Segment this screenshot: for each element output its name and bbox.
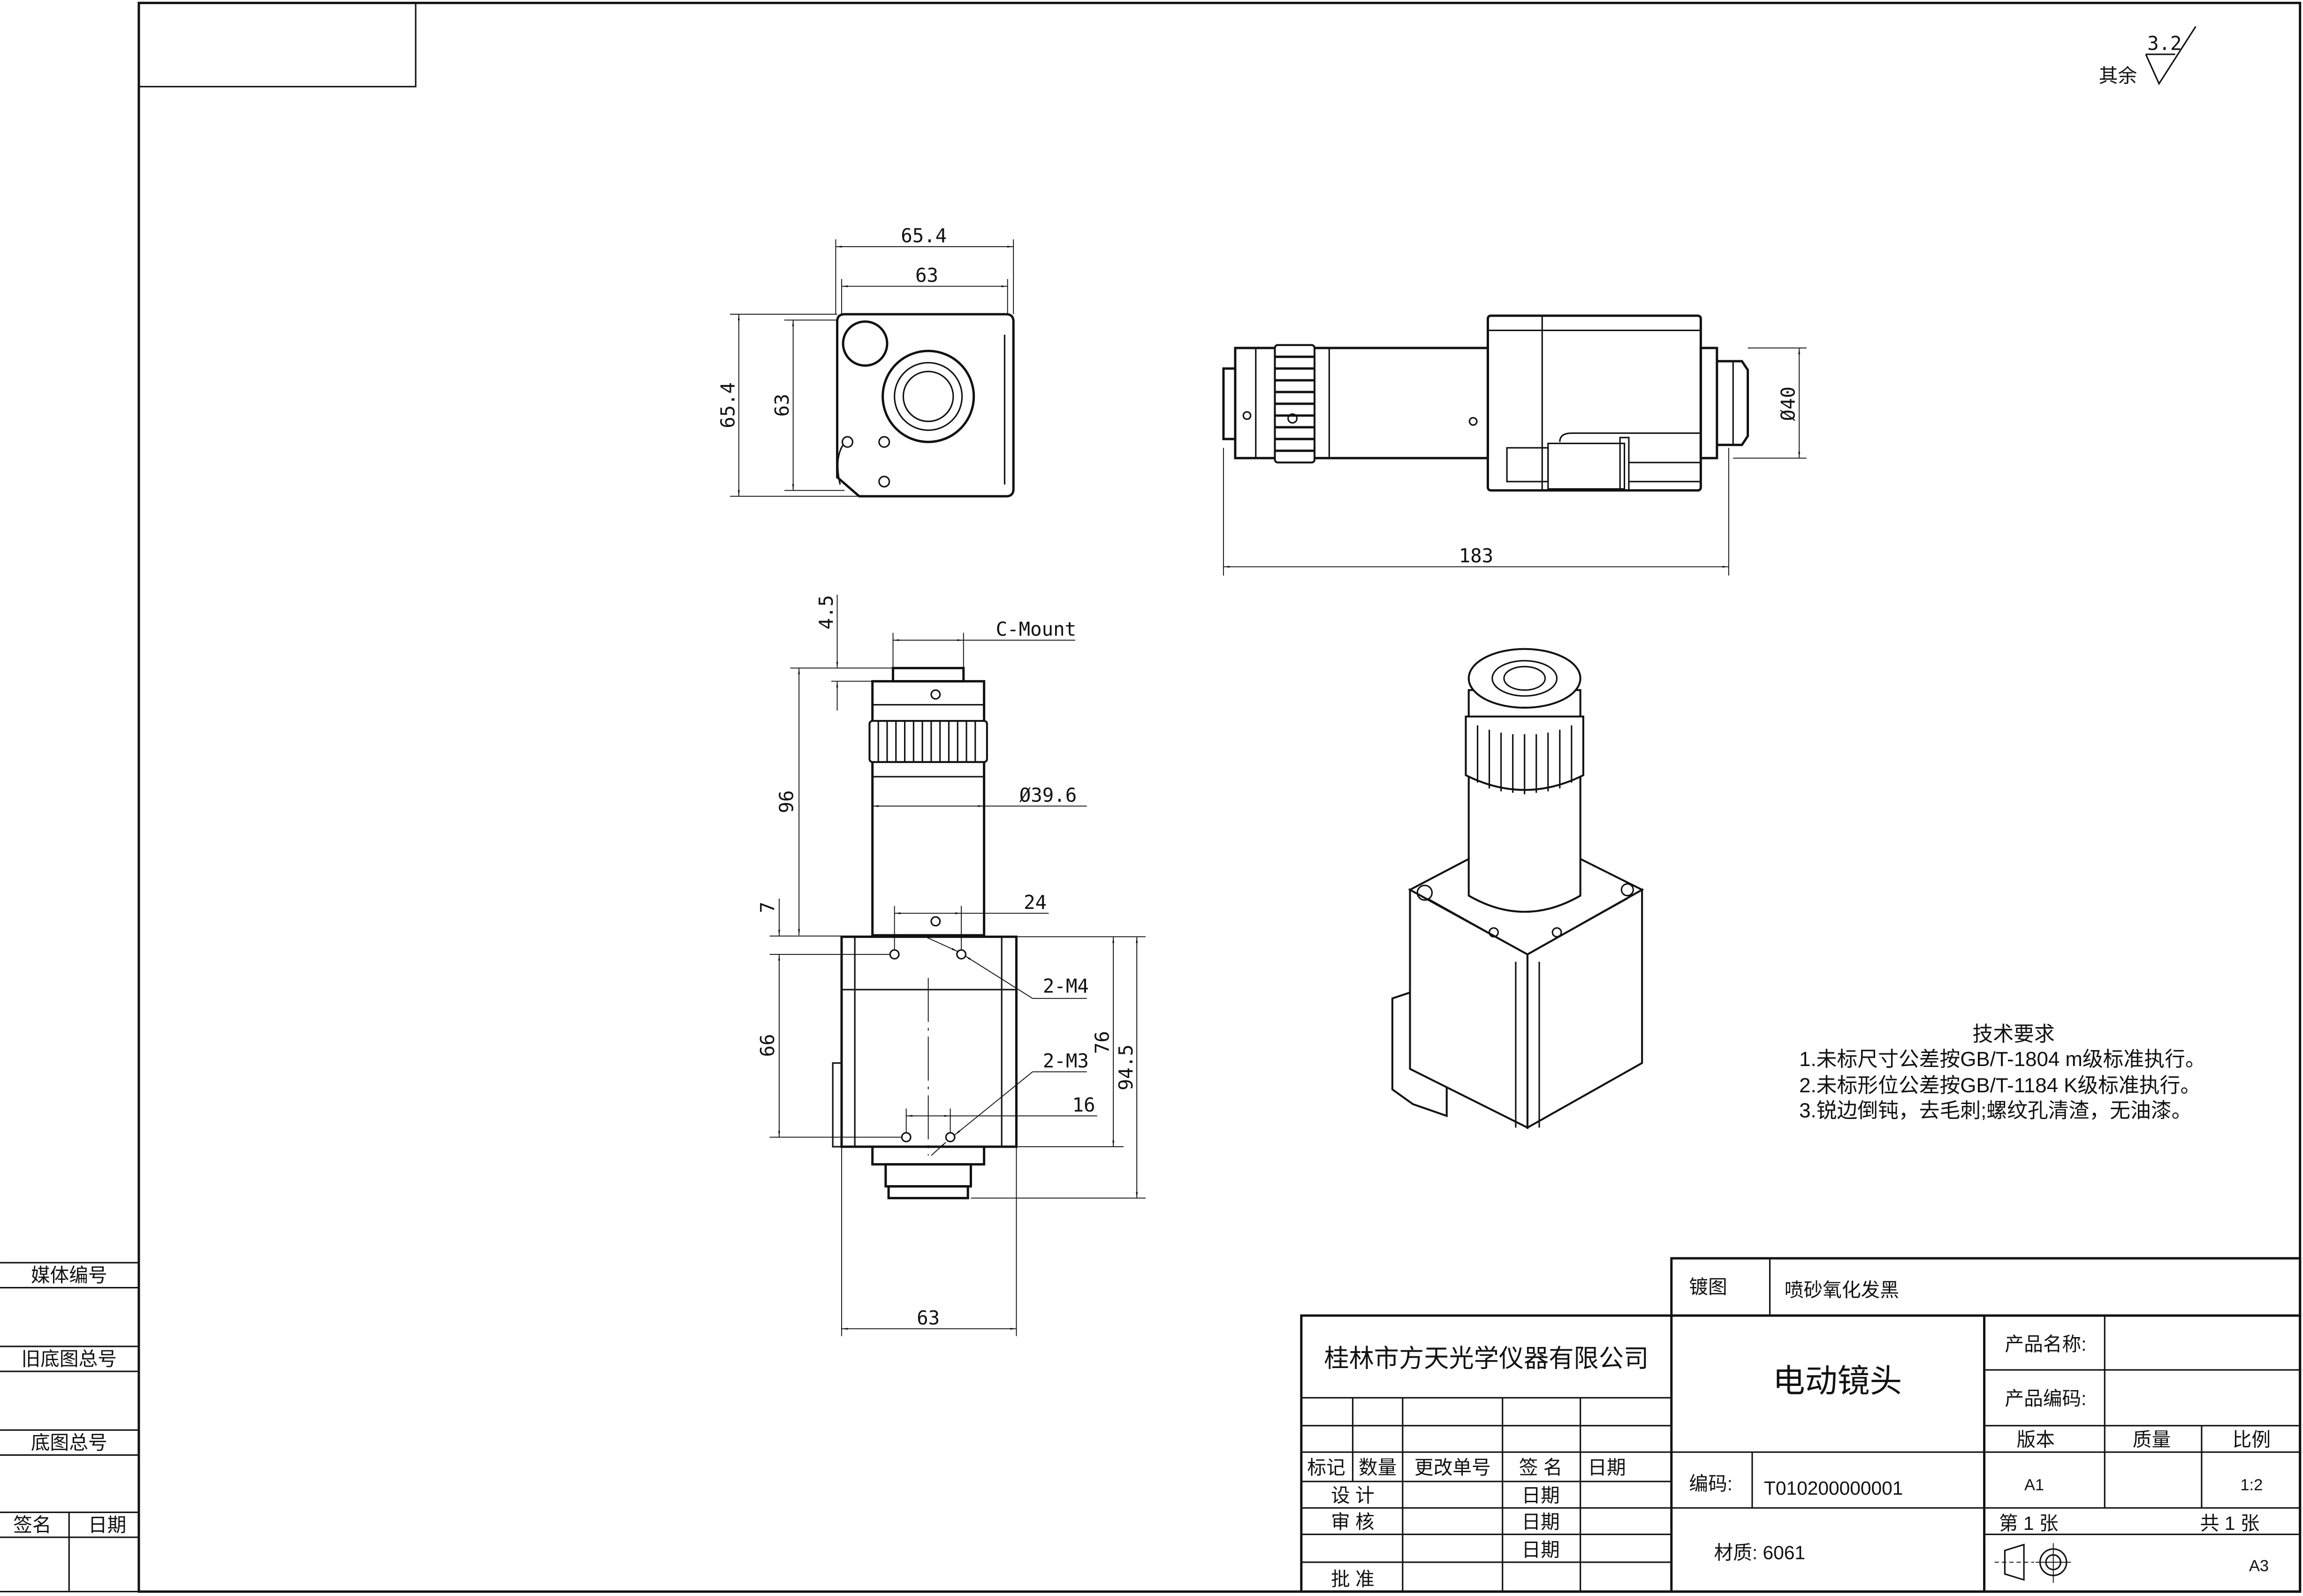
- extra-date-label: 日期: [1521, 1539, 1559, 1560]
- dim-total-height: 94.5: [1115, 1044, 1137, 1090]
- dim-holes-height: 66: [756, 1034, 779, 1057]
- first-angle-projection-icon: [1994, 1543, 2071, 1583]
- m4-thread-label: 2-M4: [1043, 975, 1089, 997]
- version-label: 版本: [2016, 1429, 2054, 1451]
- paper-size: A3: [2249, 1557, 2269, 1575]
- dim-body-width: 63: [917, 1307, 940, 1329]
- front-view: 4.5 C-Mount 96 Ø39.6 24 7 66 2-M4 2-M3 1…: [756, 594, 1146, 1336]
- surface-roughness-symbol: 3.2 其余: [2099, 26, 2197, 86]
- dim-width-outer: 65.4: [901, 225, 947, 247]
- front-knurl-lines: [877, 721, 976, 762]
- dim-height-inner: 63: [771, 394, 793, 417]
- signature-label: 签名: [13, 1514, 51, 1535]
- tech-req-title: 技术要求: [1973, 1023, 2055, 1046]
- side-strip: 媒体编号 旧底图总号 底图总号 签名 日期: [0, 1262, 138, 1593]
- roughness-value: 3.2: [2147, 32, 2182, 54]
- dim-hole-spacing-top: 24: [1024, 891, 1047, 914]
- version-value: A1: [2024, 1476, 2044, 1494]
- weight-label: 质量: [2133, 1429, 2171, 1451]
- dim-width-inner: 63: [915, 264, 938, 287]
- drawing-frame: [137, 1, 2302, 1593]
- rev-header-mark: 标记: [1307, 1457, 1345, 1478]
- dim-height-outer: 65.4: [716, 382, 739, 428]
- review-date-label: 日期: [1521, 1511, 1559, 1533]
- dim-length: 183: [1459, 545, 1494, 567]
- sheet-number: 第 1 张: [1999, 1513, 2059, 1534]
- tech-req-item: 2.未标形位公差按GB/T-1184 K级标准执行。: [1799, 1074, 2201, 1097]
- rev-header-change-no: 更改单号: [1414, 1457, 1491, 1478]
- dim-tube-diameter: Ø39.6: [1019, 784, 1077, 806]
- material: 材质: 6061: [1714, 1542, 1805, 1564]
- old-base-no-label: 旧底图总号: [21, 1348, 116, 1369]
- tech-req-item: 3.锐边倒钝，去毛刺;螺纹孔清渣，无油漆。: [1799, 1099, 2192, 1122]
- side-view: Ø40 183: [1222, 314, 1807, 576]
- title-block: 镀图 喷砂氧化发黑 桂林市方天光学仪器有限公司 标记 数量 更改单号 签 名 日…: [1300, 1257, 2302, 1593]
- dim-hole-offset: 7: [756, 901, 779, 913]
- media-no-label: 媒体编号: [31, 1264, 107, 1286]
- rev-header-date: 日期: [1588, 1457, 1626, 1478]
- rev-header-qty: 数量: [1359, 1457, 1397, 1478]
- dim-tube-length: 96: [775, 790, 798, 813]
- knurl-lines: [1275, 356, 1315, 452]
- base-no-label: 底图总号: [31, 1432, 107, 1453]
- code-value: T010200000001: [1764, 1477, 1903, 1499]
- review-label: 审 核: [1331, 1511, 1375, 1533]
- code-label: 编码:: [1689, 1473, 1733, 1495]
- product-name-label: 产品名称:: [2005, 1333, 2086, 1355]
- dim-hole-spacing-bottom: 16: [1072, 1094, 1095, 1116]
- scale-value: 1:2: [2240, 1476, 2263, 1494]
- iso-knurl-lines: [1476, 725, 1573, 794]
- design-label: 设 计: [1331, 1485, 1375, 1506]
- rev-header-signature: 签 名: [1519, 1457, 1563, 1478]
- dim-body-height: 76: [1091, 1031, 1114, 1054]
- scale-label: 比例: [2233, 1429, 2271, 1451]
- approve-label: 批 准: [1331, 1568, 1375, 1590]
- m3-thread-label: 2-M3: [1043, 1050, 1089, 1072]
- plating-value: 喷砂氧化发黑: [1785, 1279, 1899, 1301]
- design-date-label: 日期: [1521, 1485, 1559, 1506]
- c-mount-label: C-Mount: [996, 618, 1076, 641]
- corner-box: [138, 2, 417, 88]
- dim-diameter: Ø40: [1777, 386, 1800, 421]
- roughness-label: 其余: [2099, 65, 2137, 86]
- product-code-label: 产品编码:: [2005, 1388, 2086, 1409]
- date-label: 日期: [88, 1514, 126, 1535]
- dim-mount-height: 4.5: [815, 595, 837, 630]
- company-name: 桂林市方天光学仪器有限公司: [1324, 1345, 1649, 1373]
- tech-req-item: 1.未标尺寸公差按GB/T-1804 m级标准执行。: [1799, 1048, 2206, 1071]
- part-name: 电动镜头: [1773, 1363, 1902, 1399]
- end-view: 65.4 63 65.4 63: [716, 225, 1015, 498]
- total-sheets: 共 1 张: [2200, 1513, 2260, 1534]
- isometric-view: [1391, 648, 1644, 1129]
- plating-label: 镀图: [1689, 1276, 1727, 1298]
- technical-requirements: 技术要求 1.未标尺寸公差按GB/T-1804 m级标准执行。 2.未标形位公差…: [1799, 1023, 2206, 1122]
